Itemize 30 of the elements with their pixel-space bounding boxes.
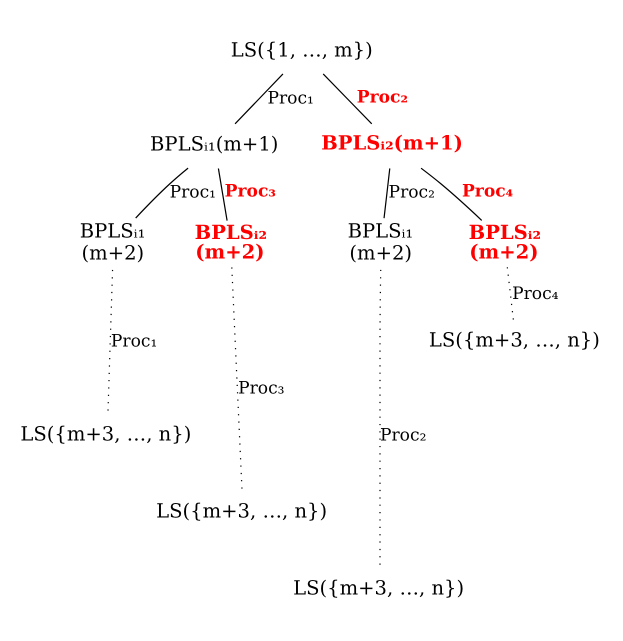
node-text: BPLSᵢ₂ (m+2) [468, 220, 542, 263]
edge-label: Proc₄ [512, 284, 559, 304]
connector [107, 269, 114, 413]
connector [234, 73, 284, 124]
edge-label: Proc₄ [462, 180, 514, 201]
node-text: BPLSᵢ₁ (m+2) [80, 219, 146, 264]
connector [383, 168, 390, 218]
edge-label: Proc₃ [224, 180, 276, 201]
node-text: LS({1, …, m}) [230, 38, 373, 62]
node-text: LS({m+3, …, n}) [156, 499, 328, 522]
connector [506, 266, 514, 320]
edge-label: Proc₂ [356, 86, 408, 107]
connector [231, 266, 243, 490]
connector [218, 168, 228, 220]
node-text: LS({m+3, …, n}) [20, 422, 192, 446]
node-text: BPLSᵢ₂ (m+2) [194, 220, 268, 263]
edge-label: Proc₁ [267, 88, 314, 108]
edge-label: Proc₁ [170, 182, 216, 202]
connector [135, 167, 188, 218]
edge-label: Proc₃ [238, 378, 285, 398]
edge-label: Proc₁ [110, 330, 158, 351]
node-text: BPLSᵢ₁(m+1) [150, 132, 278, 156]
node-text: LS({m+3, …, n}) [428, 328, 600, 351]
node-text: LS({m+3, …, n}) [293, 576, 464, 600]
connector [420, 167, 482, 220]
node-text: BPLSᵢ₁ (m+2) [348, 219, 414, 264]
edge-label: Proc₂ [380, 425, 426, 445]
connector [322, 73, 372, 124]
edge-label: Proc₂ [388, 182, 435, 202]
node-text: BPLSᵢ₂(m+1) [321, 131, 463, 154]
